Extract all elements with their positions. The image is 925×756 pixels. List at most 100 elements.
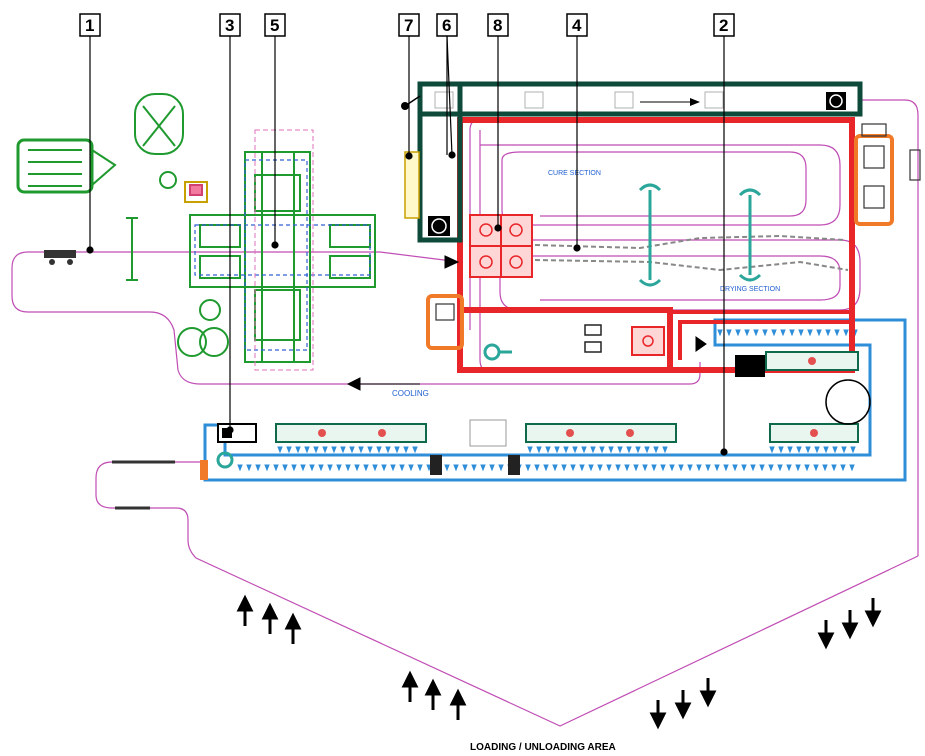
hanger-marker (399, 464, 405, 472)
hanger-marker (759, 464, 765, 472)
hanger-marker (717, 329, 723, 337)
hanger-marker (798, 329, 804, 337)
callout-3: 3 (219, 13, 241, 37)
hanger-marker (633, 464, 639, 472)
hanger-marker (796, 446, 802, 454)
hanger-marker (412, 446, 418, 454)
hanger-marker (762, 329, 768, 337)
hanger-marker (498, 464, 504, 472)
hanger-marker (771, 329, 777, 337)
hanger-marker (714, 464, 720, 472)
hanger-marker (744, 329, 750, 337)
loading-unloading-area-label: LOADING / UNLOADING AREA (470, 742, 616, 753)
hanger-marker (814, 446, 820, 454)
hanger-marker (753, 329, 759, 337)
hanger-marker (705, 464, 711, 472)
pretreatment-frame (254, 129, 314, 371)
loading-machines (200, 324, 871, 480)
hanger-marker (552, 464, 558, 472)
hanger-marker (849, 464, 855, 472)
hanger-marker (385, 446, 391, 454)
callout-label: 1 (85, 16, 94, 35)
hanger-marker (805, 446, 811, 454)
hanger-marker (669, 464, 675, 472)
hanger-marker (462, 464, 468, 472)
hanger-marker (662, 446, 668, 454)
hanger-marker (403, 446, 409, 454)
loading-arrows-up (236, 594, 467, 720)
hanger-marker (304, 446, 310, 454)
hanger-marker (536, 446, 542, 454)
hanger-marker (237, 464, 243, 472)
oven-fans (483, 183, 762, 361)
hanger-marker (545, 446, 551, 454)
hanger-marker (480, 464, 486, 472)
hanger-marker (787, 446, 793, 454)
hanger-marker (327, 464, 333, 472)
hanger-marker (843, 329, 849, 337)
hanger-marker (807, 329, 813, 337)
hanger-marker (444, 464, 450, 472)
callout-7: 7 (398, 13, 420, 37)
cure-section-label: CURE SECTION (548, 170, 601, 177)
hanger-marker (246, 464, 252, 472)
hanger-marker (581, 446, 587, 454)
hanger-marker (841, 446, 847, 454)
hanger-marker (554, 446, 560, 454)
hanger-marker (318, 464, 324, 472)
hanger-marker (606, 464, 612, 472)
hanger-marker (295, 446, 301, 454)
hanger-marker (735, 329, 741, 337)
flow-arrows (236, 255, 882, 730)
hanger-marker (804, 464, 810, 472)
hanger-marker (563, 446, 569, 454)
hanger-marker (777, 464, 783, 472)
hanger-marker (390, 464, 396, 472)
callout-label: 5 (270, 16, 279, 35)
hanger-marker (653, 446, 659, 454)
pretreatment-guides (194, 159, 371, 351)
hanger-marker (642, 464, 648, 472)
callout-label: 3 (225, 16, 234, 35)
hanger-marker (525, 464, 531, 472)
hanger-marker (561, 464, 567, 472)
hanger-marker (358, 446, 364, 454)
hanger-marker (816, 329, 822, 337)
hanger-marker (309, 464, 315, 472)
callout-1: 1 (79, 13, 101, 37)
loading-conveyor (203, 318, 907, 482)
hanger-marker (615, 464, 621, 472)
hanger-marker (572, 446, 578, 454)
hanger-marker (313, 446, 319, 454)
hanger-marker (255, 464, 261, 472)
hanger-marker (834, 329, 840, 337)
callout-4: 4 (566, 13, 588, 37)
hanger-marker (778, 446, 784, 454)
conveyor-path (11, 99, 919, 727)
drying-section-label: DRYING SECTION (720, 286, 780, 293)
hanger-marker (543, 464, 549, 472)
hanger-marker (417, 464, 423, 472)
hanger-marker (471, 464, 477, 472)
hanger-marker (345, 464, 351, 472)
hanger-marker (331, 446, 337, 454)
hanger-marker (367, 446, 373, 454)
hanger-marker (363, 464, 369, 472)
cart-unit (44, 250, 76, 265)
hanger-marker (597, 464, 603, 472)
hanger-marker (588, 464, 594, 472)
hanger-marker (769, 446, 775, 454)
hanger-marker (570, 464, 576, 472)
hanger-marker (732, 464, 738, 472)
hanger-marker (768, 464, 774, 472)
hanger-marker (590, 446, 596, 454)
loading-hangers (237, 329, 858, 472)
cooling-label: COOLING (392, 389, 429, 398)
hanger-marker (786, 464, 792, 472)
hanger-marker (726, 329, 732, 337)
hanger-marker (687, 464, 693, 472)
heater-details (435, 123, 921, 321)
hanger-marker (678, 464, 684, 472)
hanger-marker (264, 464, 270, 472)
